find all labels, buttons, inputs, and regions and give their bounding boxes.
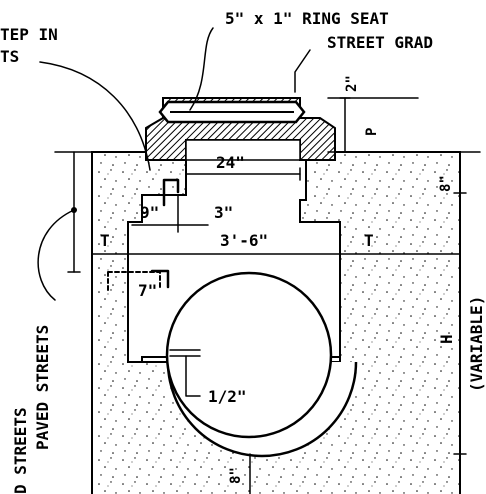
label-step-bottom: TS bbox=[0, 47, 19, 66]
label-paved-streets: PAVED STREETS bbox=[33, 325, 52, 450]
label-variable: (VARIABLE) bbox=[467, 296, 486, 392]
label-dim-3: 3" bbox=[214, 203, 233, 222]
label-step-top: TEP IN bbox=[0, 25, 58, 44]
dimension-lines bbox=[67, 97, 467, 494]
label-dim-p: P bbox=[364, 128, 380, 136]
label-dim-3-6: 3'-6" bbox=[220, 231, 268, 250]
step-rung bbox=[162, 178, 180, 207]
frame-and-cover bbox=[145, 97, 336, 161]
label-dim-24: 24" bbox=[216, 153, 245, 172]
label-dim-7: 7" bbox=[138, 281, 157, 300]
label-ring-seat: 5" x 1" RING SEAT bbox=[225, 9, 389, 28]
pipe-circle bbox=[165, 271, 333, 439]
leader-lines bbox=[37, 27, 311, 301]
label-dim-h: H bbox=[437, 334, 456, 344]
label-dim-half: 1/2" bbox=[208, 387, 247, 406]
label-dim-8-top: 8" bbox=[438, 175, 454, 192]
label-dim-9: 9" bbox=[140, 203, 159, 222]
label-t-left: T bbox=[100, 231, 110, 250]
label-dim-2: 2" bbox=[344, 75, 360, 92]
label-t-right: T bbox=[364, 231, 374, 250]
label-dim-8-bottom: 8" bbox=[228, 467, 244, 484]
label-street-grade: STREET GRAD bbox=[327, 33, 433, 52]
step-rung-solid bbox=[150, 269, 170, 289]
label-d-streets: D STREETS bbox=[11, 407, 30, 494]
